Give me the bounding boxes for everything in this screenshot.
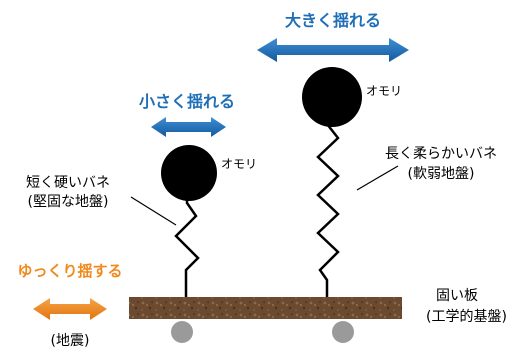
short-spring-leader-line [130,196,177,226]
long-spring-sub-label: (軟弱地盤) [408,166,475,182]
board-sub-label: (工学的基盤) [426,308,507,325]
long-spring-leader-line [356,165,399,191]
big-sway-label: 大きく揺れる [285,11,381,30]
left-weight-label: オモリ [221,157,257,171]
right-roller [332,321,354,343]
board-label: 固い板 [436,288,478,304]
left-roller [171,321,193,343]
long-soft-spring [316,117,340,297]
right-weight [302,67,362,127]
ground-shake-label: ゆっくり揺する [17,262,122,280]
left-weight [161,145,217,201]
small-sway-label: 小さく揺れる [139,92,235,111]
short-spring-sub-label: (堅固な地盤) [28,194,109,210]
ground-shake-arrow [33,298,107,320]
earthquake-label: (地震) [51,333,90,349]
long-spring-label: 長く柔らかいバネ [385,146,497,162]
small-sway-arrow [151,117,226,137]
short-hard-spring [174,193,200,297]
right-weight-label: オモリ [366,84,402,98]
hard-board [129,297,402,319]
short-spring-label: 短く硬いバネ [26,175,110,191]
big-sway-arrow [257,38,409,62]
